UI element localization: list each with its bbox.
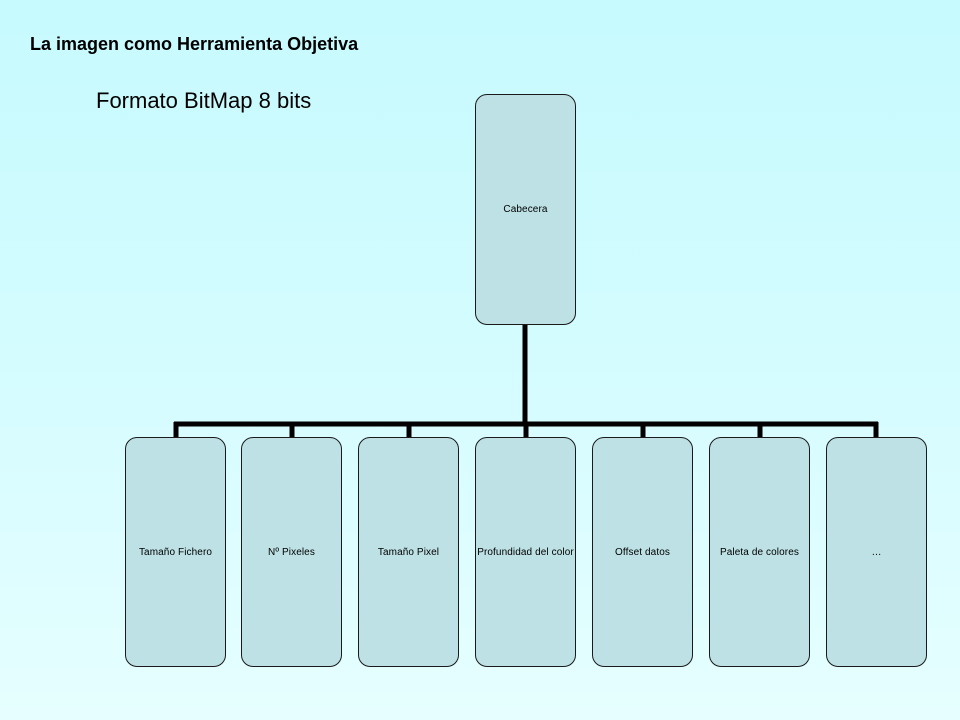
slide-subtitle: Formato BitMap 8 bits	[96, 88, 312, 113]
child-node-label: Nº Pixeles	[268, 546, 315, 558]
child-node-offset-datos: Offset datos	[592, 437, 693, 667]
child-node-label: Offset datos	[615, 546, 670, 558]
child-node-num-pixeles: Nº Pixeles	[241, 437, 342, 667]
child-node-profundidad-color: Profundidad del color	[475, 437, 576, 667]
child-node-tamano-pixel: Tamaño Pixel	[358, 437, 459, 667]
root-node-label: Cabecera	[503, 204, 548, 215]
child-node-paleta-colores: Paleta de colores	[709, 437, 810, 667]
child-node-ellipsis: …	[826, 437, 927, 667]
root-node-cabecera: Cabecera	[475, 94, 576, 325]
child-node-tamano-fichero: Tamaño Fichero	[125, 437, 226, 667]
child-node-label: Profundidad del color	[477, 546, 574, 558]
child-node-label: Paleta de colores	[720, 546, 799, 558]
child-node-label: Tamaño Pixel	[377, 546, 440, 558]
slide-title: La imagen como Herramienta Objetiva	[30, 34, 359, 54]
child-node-label: Tamaño Fichero	[138, 546, 213, 558]
child-node-label: …	[871, 546, 882, 558]
